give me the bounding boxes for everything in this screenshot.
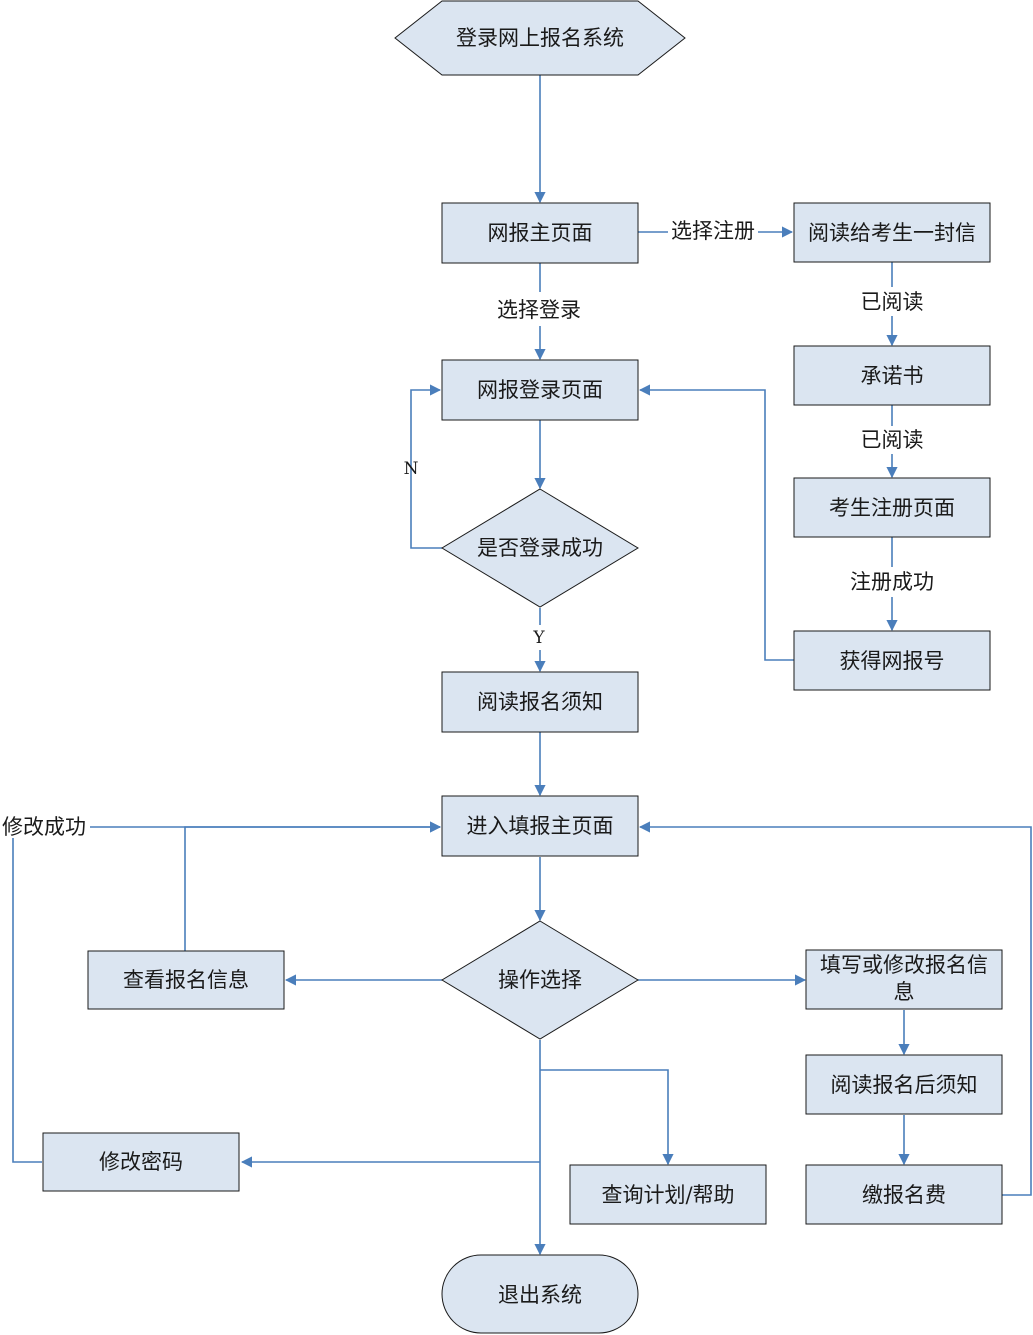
edge-decision-no	[410, 384, 442, 549]
connectors	[12, 75, 1032, 1256]
read-after-node: 阅读报名后须知	[805, 1054, 1003, 1115]
login-success-label: 是否登录成功	[477, 536, 603, 560]
edge-operation-to-query	[540, 1069, 674, 1166]
select-login-label: 选择登录	[497, 298, 581, 322]
main-page-label: 网报主页面	[488, 221, 593, 245]
edit-info-node: 填写或修改报名信 息	[805, 949, 1003, 1010]
read-notice-node: 阅读报名须知	[441, 671, 639, 733]
no-label: N	[404, 459, 419, 479]
exit-node: 退出系统	[441, 1254, 639, 1334]
edge-pay-to-fillmain	[638, 821, 1032, 1196]
login-page-label: 网报登录页面	[477, 378, 603, 402]
change-password-label: 修改密码	[99, 1150, 183, 1174]
register-page-node: 考生注册页面	[793, 477, 991, 538]
login-success-decision: 是否登录成功	[441, 488, 639, 608]
letter-node: 阅读给考生一封信	[793, 202, 991, 263]
read-label-2: 已阅读	[861, 428, 924, 452]
nodes: 登录网上报名系统 网报主页面 阅读给考生一封信 承诺书 考生注册页面 获得网报号	[42, 0, 1003, 1334]
edge-labels: 选择注册 选择登录 已阅读 已阅读 注册成功 N Y 修改成功	[2, 219, 934, 839]
view-info-label: 查看报名信息	[123, 968, 249, 992]
view-info-node: 查看报名信息	[87, 950, 285, 1010]
main-page-node: 网报主页面	[441, 202, 639, 264]
letter-label: 阅读给考生一封信	[808, 221, 976, 245]
register-success-label: 注册成功	[850, 570, 934, 594]
start-node-label: 登录网上报名系统	[456, 26, 624, 50]
pledge-node: 承诺书	[793, 345, 991, 406]
yes-label: Y	[532, 628, 545, 648]
read-notice-label: 阅读报名须知	[477, 690, 603, 714]
read-after-label: 阅读报名后须知	[831, 1073, 978, 1097]
edit-info-label-line2: 息	[894, 980, 915, 1004]
login-page-node: 网报登录页面	[441, 359, 639, 421]
exit-label: 退出系统	[498, 1283, 582, 1307]
edit-info-label-line1: 填写或修改报名信	[820, 953, 988, 977]
edge-number-to-login	[638, 384, 794, 661]
query-help-label: 查询计划/帮助	[601, 1183, 734, 1207]
change-password-node: 修改密码	[42, 1132, 240, 1192]
pledge-label: 承诺书	[861, 364, 924, 388]
fill-main-node: 进入填报主页面	[441, 795, 639, 857]
start-node: 登录网上报名系统	[394, 0, 686, 76]
fill-main-label: 进入填报主页面	[467, 814, 614, 838]
get-number-node: 获得网报号	[793, 630, 991, 691]
query-help-node: 查询计划/帮助	[569, 1164, 767, 1225]
pay-fee-label: 缴报名费	[862, 1183, 946, 1207]
register-page-label: 考生注册页面	[829, 496, 955, 520]
operation-decision: 操作选择	[441, 920, 639, 1040]
read-label-1: 已阅读	[861, 290, 924, 314]
operation-label: 操作选择	[498, 968, 582, 992]
modify-success-label: 修改成功	[2, 815, 86, 839]
pay-fee-node: 缴报名费	[805, 1164, 1003, 1225]
edge-password-to-fillmain-a	[12, 838, 42, 1163]
select-register-label: 选择注册	[671, 219, 755, 243]
get-number-label: 获得网报号	[840, 649, 945, 673]
edge-view-to-fillmain	[184, 821, 442, 951]
